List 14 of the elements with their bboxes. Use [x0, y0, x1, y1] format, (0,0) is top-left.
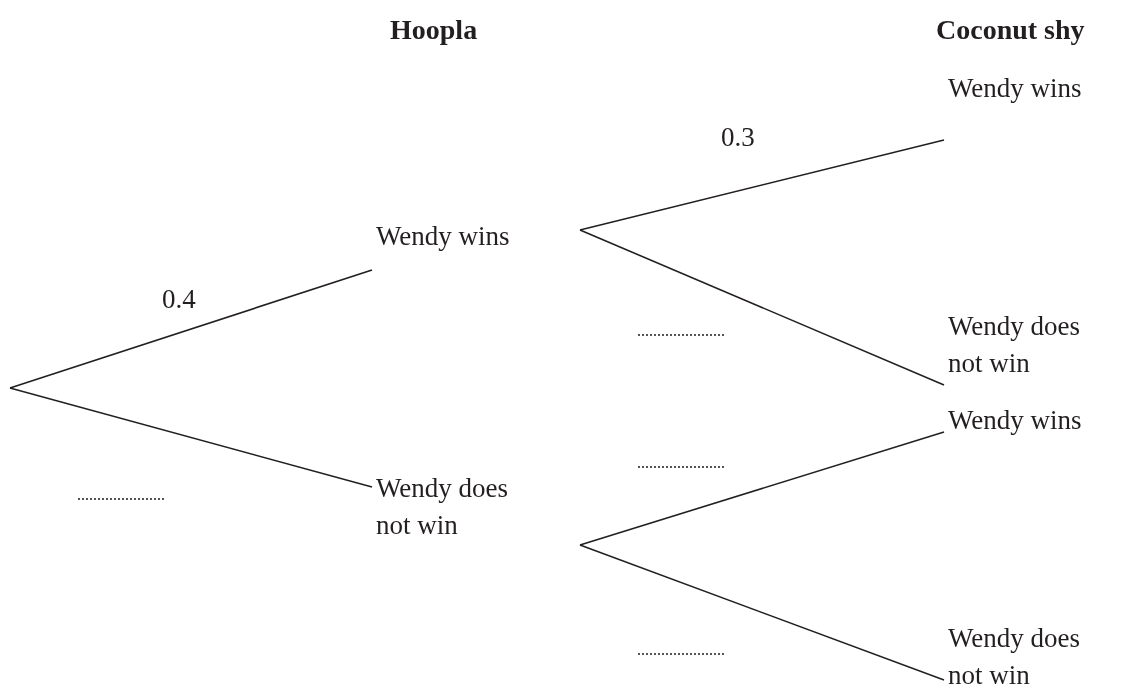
outcome-label: Wendy does not win [947, 310, 1082, 380]
outcome-label: Wendy wins [375, 220, 511, 253]
branch-line [579, 431, 945, 546]
branch-line [579, 139, 945, 231]
branch-line [9, 387, 373, 488]
column-heading: Hoopla [390, 14, 478, 46]
branch-line [9, 269, 373, 389]
column-heading: Coconut shy [936, 14, 1085, 46]
outcome-label: Wendy wins [947, 404, 1083, 437]
branch-line [579, 229, 945, 386]
branch-line [579, 544, 945, 681]
outcome-label: Wendy does not win [947, 622, 1082, 692]
outcome-label: Wendy does not win [375, 472, 510, 542]
outcome-label: Wendy wins [947, 72, 1083, 105]
